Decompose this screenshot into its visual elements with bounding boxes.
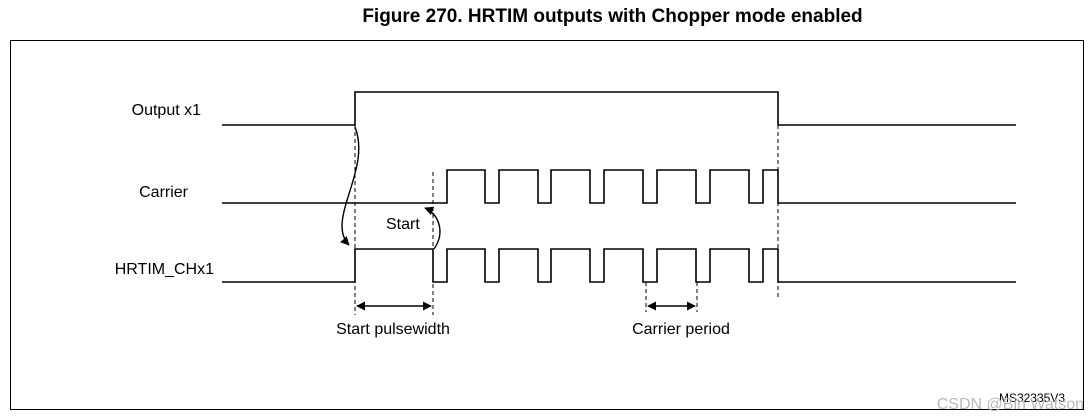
figure-title: Figure 270. HRTIM outputs with Chopper m… <box>362 6 863 27</box>
figure-code: MS32335V3 <box>999 391 1065 405</box>
start-arrow <box>424 206 441 250</box>
carrier-label: Carrier <box>139 184 189 201</box>
start-pulsewidth-label: Start pulsewidth <box>336 321 450 338</box>
carrier-period-label: Carrier period <box>632 321 730 338</box>
carrier-waveform <box>222 169 1016 204</box>
hrtim-chx1-label: HRTIM_CHx1 <box>115 261 214 278</box>
output-x1-waveform <box>222 91 1016 126</box>
watermark: CSDN @Bin Watson <box>936 396 1084 413</box>
start-label: Start <box>386 216 420 233</box>
output-x1-label: Output x1 <box>132 102 201 119</box>
figure-frame <box>10 40 1084 410</box>
hrtim-chx1-waveform <box>222 248 1016 283</box>
dashed-guides <box>354 125 779 315</box>
output-to-chx-arrow <box>340 126 360 246</box>
